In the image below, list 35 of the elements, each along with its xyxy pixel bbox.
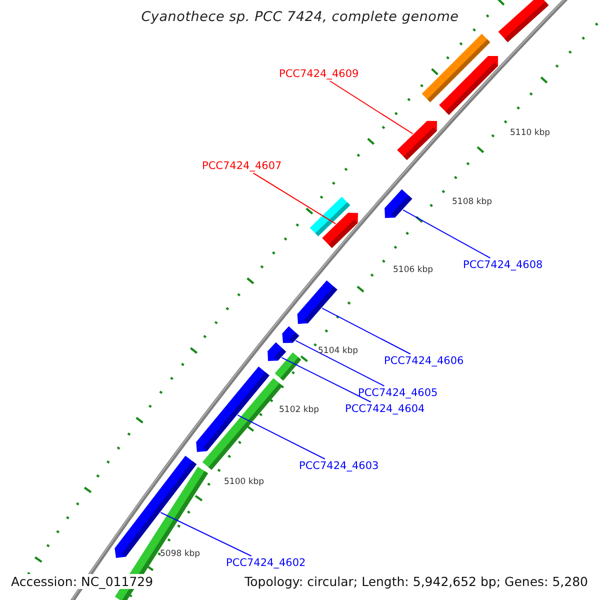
scale-label: 5108 kbp: [452, 197, 492, 207]
gene-label: PCC7424_4602: [226, 557, 306, 569]
scale-label: 5104 kbp: [318, 346, 358, 356]
gene-block: [268, 342, 286, 361]
scale-label: 5102 kbp: [279, 405, 320, 415]
gene-block: [282, 326, 300, 343]
leader-line: [402, 209, 491, 258]
leader-line: [295, 340, 385, 386]
leader-line: [281, 357, 372, 402]
gene-label: PCC7424_4606: [384, 355, 464, 367]
gene-label: PCC7424_4607: [202, 160, 282, 172]
gene-block: [397, 120, 437, 160]
leader-line: [329, 80, 414, 134]
scale-label: 5110 kbp: [510, 128, 550, 138]
leader-line: [252, 172, 336, 224]
leader-line: [322, 308, 411, 354]
scale-label: 5098 kbp: [160, 549, 200, 559]
gene-block: [439, 56, 498, 115]
gene-label: PCC7424_4609: [279, 68, 359, 80]
gene-label: PCC7424_4608: [463, 259, 543, 271]
gene-label: PCC7424_4605: [358, 387, 438, 399]
gene-bar: [498, 0, 549, 42]
leader-line: [160, 512, 252, 556]
gene-block: [297, 280, 338, 324]
gene-label: PCC7424_4603: [299, 460, 379, 472]
accession-text: Accession: NC_011729: [9, 574, 156, 589]
title: Cyanothece sp. PCC 7424, complete genome: [141, 9, 459, 25]
leader-line: [237, 414, 326, 460]
scale-label: 5106 kbp: [393, 265, 434, 275]
scale-label: 5100 kbp: [224, 477, 264, 487]
genome-info-text: Topology: circular; Length: 5,942,652 bp; Genes: 5,280: [242, 574, 590, 589]
gene-block: [384, 189, 412, 218]
gene-bar: [274, 352, 302, 381]
gene-label: PCC7424_4604: [345, 403, 425, 415]
gene-block: [322, 212, 358, 248]
